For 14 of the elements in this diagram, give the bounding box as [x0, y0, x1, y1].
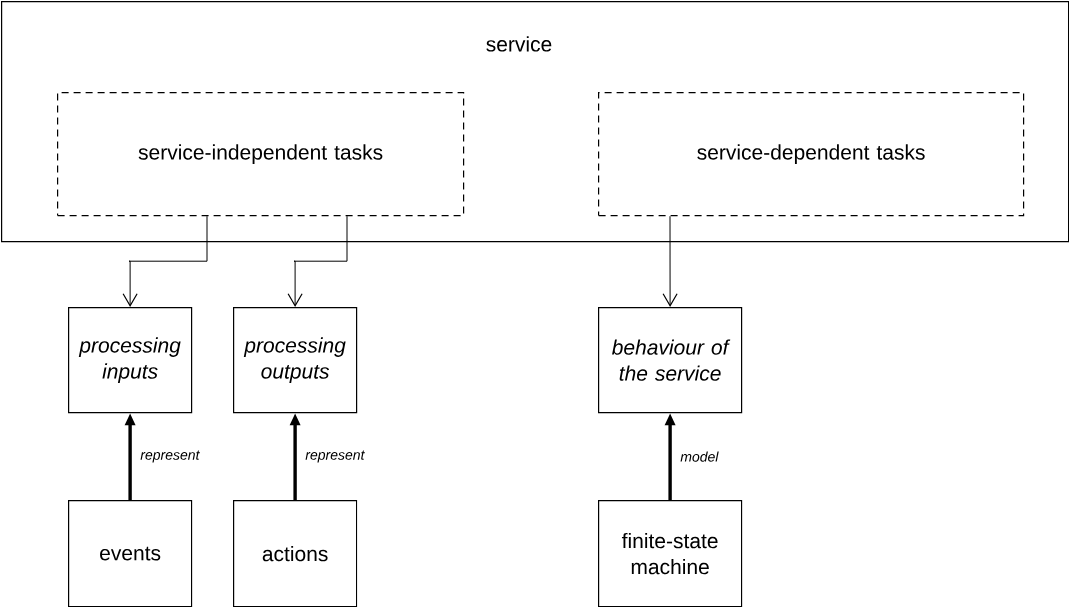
concept-box: behaviour of the service [598, 307, 743, 414]
edge-label: represent [140, 450, 200, 463]
edge-label: represent [305, 450, 365, 463]
model-box: finite-state machine [598, 500, 743, 607]
concept-box: processing outputs [233, 307, 358, 414]
concept-box: processing inputs [68, 307, 193, 414]
task-group-box: service-independent tasks [57, 92, 465, 217]
model-box: events [68, 500, 193, 607]
task-group-box: service-dependent tasks [598, 92, 1025, 217]
edge-label: model [680, 451, 719, 462]
model-box: actions [233, 500, 358, 607]
arrow [287, 215, 348, 307]
arrow [662, 215, 678, 307]
arrow [122, 215, 208, 307]
